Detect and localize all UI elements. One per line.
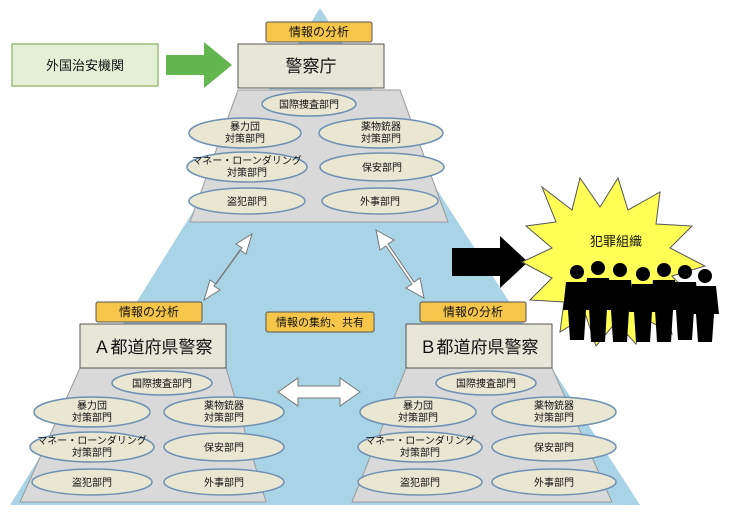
pref-b-drugs-label-2: 対策部門 [534,411,574,424]
pref-b-money-label-2: 対策部門 [400,446,440,459]
pref-b-theft-dept [357,468,483,496]
pref-a-money-label-2: 対策部門 [72,446,112,459]
pref-b-foreign-label: 外事部門 [534,476,574,489]
national-safety-dept [319,152,445,182]
person-silhouette-icon [671,265,699,340]
national-analysis-tab [265,21,373,43]
pref-a-foreign-dept [163,468,285,496]
person-silhouette-icon [606,263,634,342]
pref-a-drugs-dept [163,396,285,428]
green-arrow-icon [166,42,232,88]
national-name: 警察庁 [286,57,337,77]
pref-a-name: Ａ都道府県警察 [94,338,213,358]
pref-b-theft-label: 盗犯部門 [400,476,440,489]
national-group: 情報の分析 警察庁 国際捜査部門 暴力団 対策部門 薬物銃器 対策部門 マネー・… [186,21,449,223]
pref-a-drugs-label-2: 対策部門 [204,411,244,424]
national-node [237,43,385,89]
center-label: 情報の集約、共有 [276,315,364,329]
person-silhouette-icon [584,261,612,342]
pref-a-analysis-tab [95,301,203,323]
pref-a-money-label-1: マネー・ローンダリング [37,434,147,447]
arrow-national-to-b [375,229,425,299]
national-foreign-label: 外事部門 [360,195,400,208]
pref-a-theft-label: 盗犯部門 [72,476,112,489]
pref-b-drugs-label-1: 薬物銃器 [534,399,574,412]
pref-a-drugs-label-1: 薬物銃器 [204,399,244,412]
pref-b-money-dept [357,431,483,463]
arrow-national-to-a [203,232,253,302]
pref-a-analysis-label: 情報の分析 [119,305,179,319]
person-silhouette-icon [563,265,591,340]
pref-b-intl-dept [435,370,537,396]
national-money-dept [186,151,308,183]
national-theft-dept [188,187,306,215]
black-arrow-icon [452,236,528,288]
pref-b-name: Ｂ都道府県警察 [420,338,539,358]
pref-b-drugs-dept [491,396,617,428]
pref-b-analysis-tab [419,301,527,323]
pref-b-money-label-1: マネー・ローンダリング [365,434,475,447]
pref-a-node [79,323,227,369]
arrow-a-to-b [277,377,361,407]
pref-b-safety-dept [491,432,617,462]
national-safety-label: 保安部門 [362,161,402,174]
pref-a-safety-dept [163,432,285,462]
pref-a-theft-dept [31,468,153,496]
pref-a-gang-label-1: 暴力団 [77,399,107,412]
pref-a-money-dept [29,431,155,463]
pref-a-safety-label: 保安部門 [204,441,244,454]
pref-a-intl-dept [111,370,213,396]
national-gang-dept [188,117,302,149]
national-drugs-label-2: 対策部門 [361,132,401,145]
national-analysis-label: 情報の分析 [289,25,349,39]
person-silhouette-icon [650,263,678,342]
national-gang-label-2: 対策部門 [225,132,265,145]
center-label-box [265,311,375,333]
national-foreign-dept [321,187,439,215]
national-drugs-dept [318,117,444,149]
pref-b-gang-label-1: 暴力団 [403,399,433,412]
pref-b-node [405,323,553,369]
pref-b-gang-dept [359,396,477,428]
pref-a-gang-dept [33,396,151,428]
foreign-agency-box [11,43,159,87]
national-intl-dept [261,91,357,117]
national-theft-label: 盗犯部門 [227,195,267,208]
pref-b-gang-label-2: 対策部門 [398,411,438,424]
pref-b-analysis-label: 情報の分析 [443,305,503,319]
person-silhouette-icon [691,269,719,342]
pref-b-foreign-dept [491,468,617,496]
pref-b-safety-label: 保安部門 [534,441,574,454]
national-money-label-1: マネー・ローンダリング [192,154,302,167]
national-money-label-2: 対策部門 [227,166,267,179]
national-drugs-label-1: 薬物銃器 [361,120,401,133]
pref-a-foreign-label: 外事部門 [204,476,244,489]
pref-a-group: 情報の分析 Ａ都道府県警察 国際捜査部門 暴力団 対策部門 薬物銃器 対策部門 … [19,301,285,503]
pref-a-gang-label-2: 対策部門 [72,411,112,424]
national-intl-label: 国際捜査部門 [279,98,339,111]
criminal-silhouettes [563,261,719,342]
national-gang-label-1: 暴力団 [230,120,260,133]
foreign-agency-label: 外国治安機関 [46,59,124,74]
person-silhouette-icon [629,267,657,342]
crime-org-label: 犯罪組織 [590,235,642,250]
pref-b-intl-label: 国際捜査部門 [456,377,516,390]
pref-b-group: 情報の分析 Ｂ都道府県警察 国際捜査部門 暴力団 対策部門 薬物銃器 対策部門 … [351,301,617,503]
pref-a-intl-label: 国際捜査部門 [132,377,192,390]
